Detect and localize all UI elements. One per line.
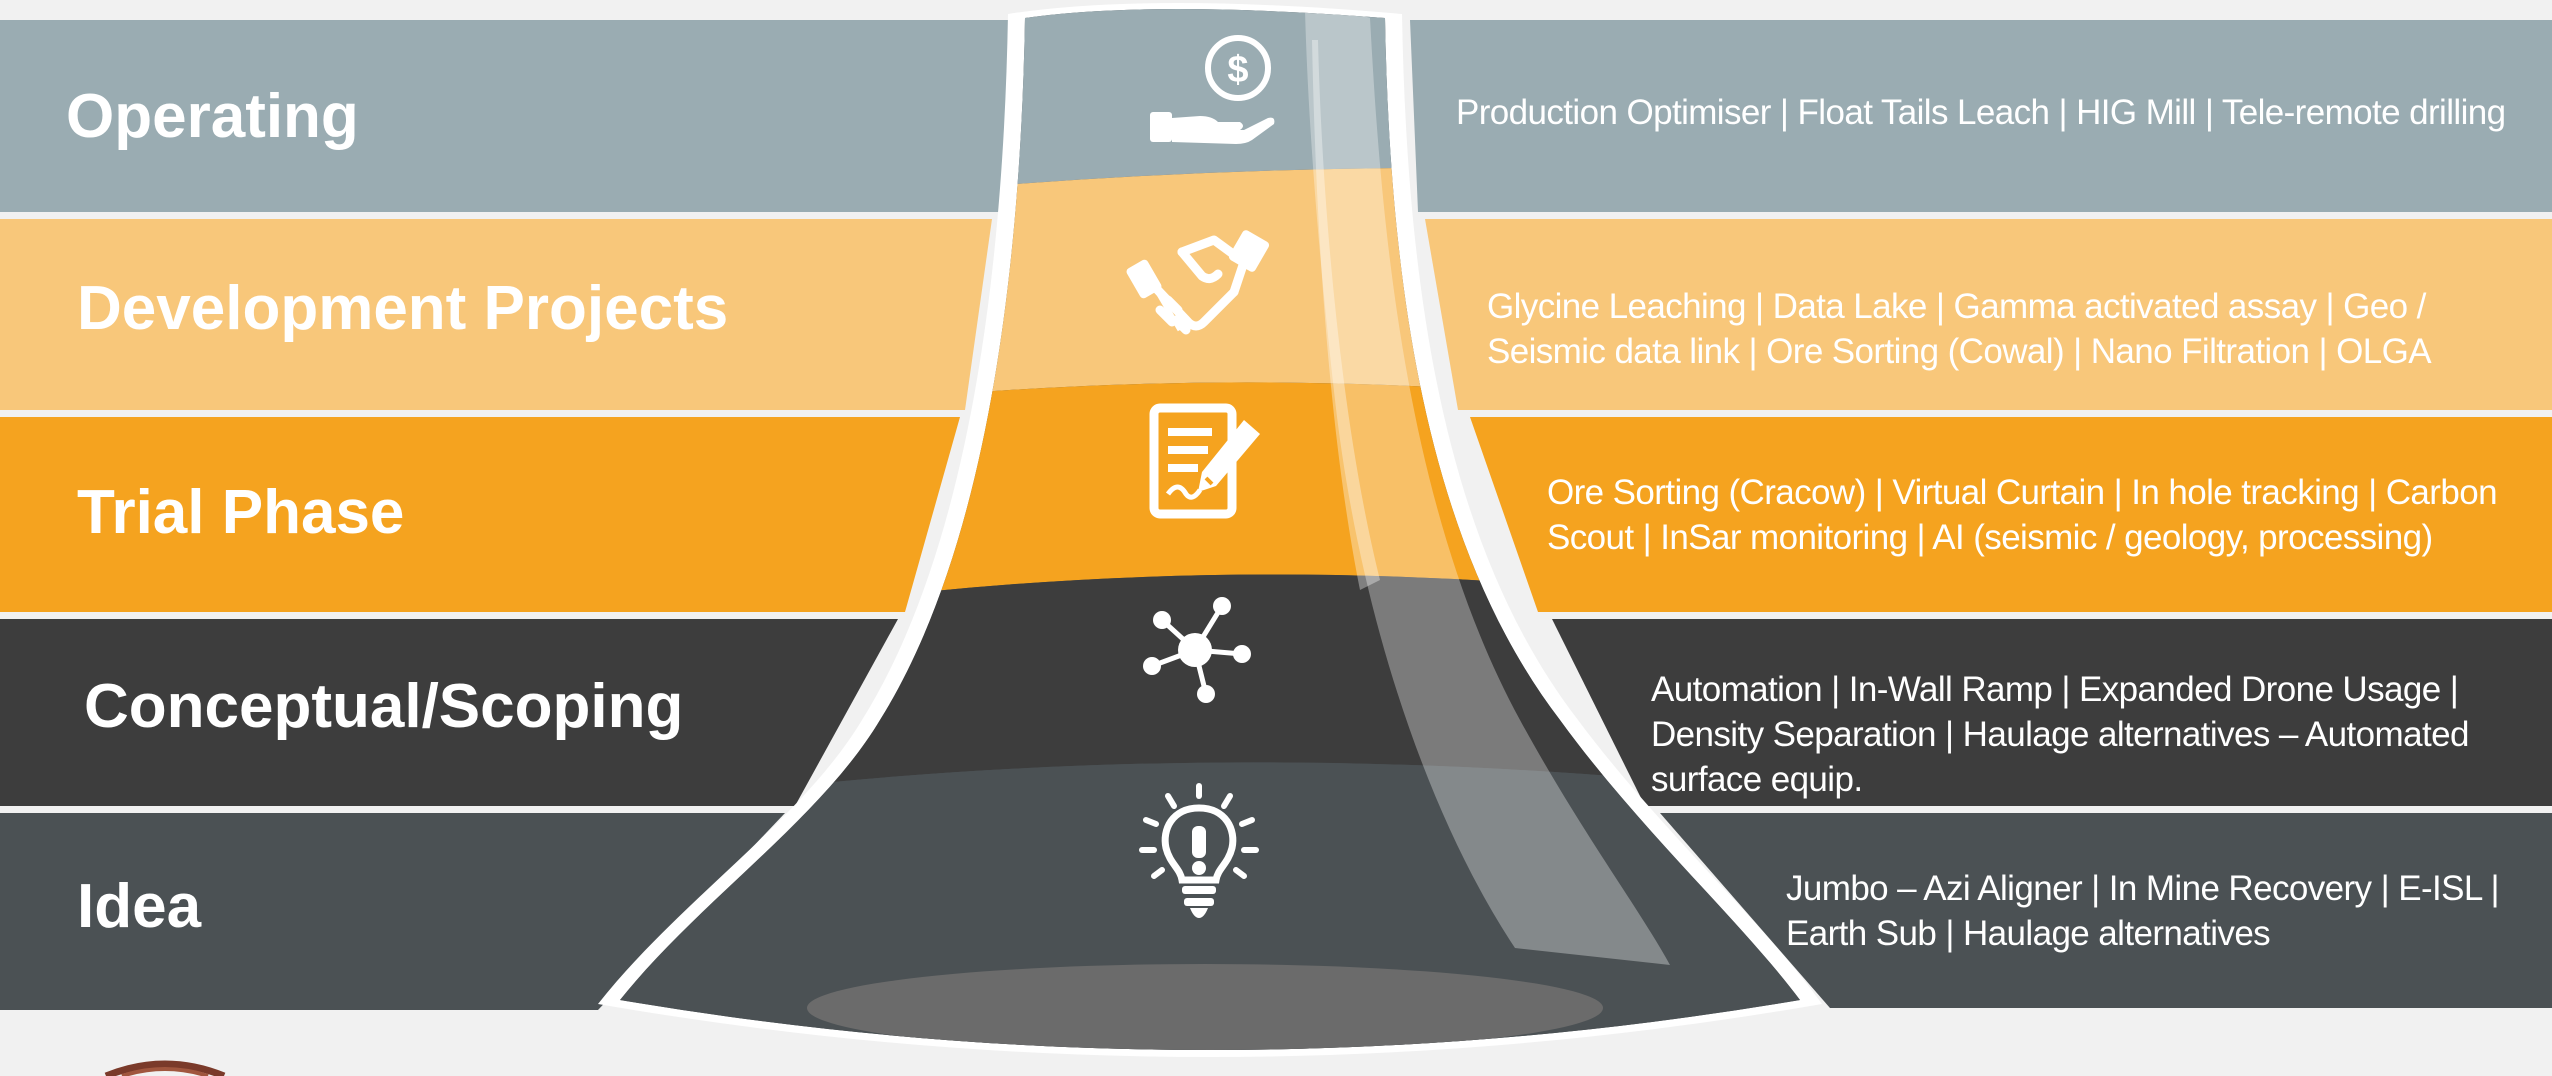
stage-label-idea: Idea: [77, 872, 202, 941]
band-right-conceptual: [1552, 619, 2552, 806]
stage-label-operating: Operating: [66, 82, 359, 151]
stage-description-conceptual: Automation | In-Wall Ramp | Expanded Dro…: [1651, 670, 2469, 799]
stage-description-trial: Ore Sorting (Cracow) | Virtual Curtain |…: [1547, 473, 2498, 557]
band-left-development: [0, 219, 992, 410]
stage-label-development: Development Projects: [77, 274, 729, 343]
money-hand-icon: $: [1140, 30, 1280, 150]
stage-label-trial: Trial Phase: [77, 478, 405, 547]
stage-description-operating: Production Optimiser | Float Tails Leach…: [1456, 93, 2506, 132]
svg-text:$: $: [1227, 49, 1248, 91]
stage-description-idea: Jumbo – Azi Aligner | In Mine Recovery |…: [1786, 869, 2500, 953]
band-left-trial: [0, 417, 960, 612]
company-logo: [104, 1060, 226, 1076]
stage-description-development: Glycine Leaching | Data Lake | Gamma act…: [1487, 287, 2432, 371]
band-right-development: [1425, 219, 2552, 410]
band-right-idea: [1660, 813, 2552, 1008]
band-left-operating: [0, 20, 1010, 212]
band-right-operating: [1410, 20, 2552, 212]
band-left-conceptual: [0, 619, 898, 806]
network-hub-icon: [1130, 590, 1260, 710]
stage-label-conceptual: Conceptual/Scoping: [84, 672, 684, 741]
lightbulb-icon: [1134, 780, 1264, 920]
document-pencil-icon: [1146, 402, 1266, 522]
band-right-trial: [1470, 417, 2552, 612]
handshake-icon: [1122, 222, 1272, 352]
band-left-idea: [0, 813, 785, 1010]
